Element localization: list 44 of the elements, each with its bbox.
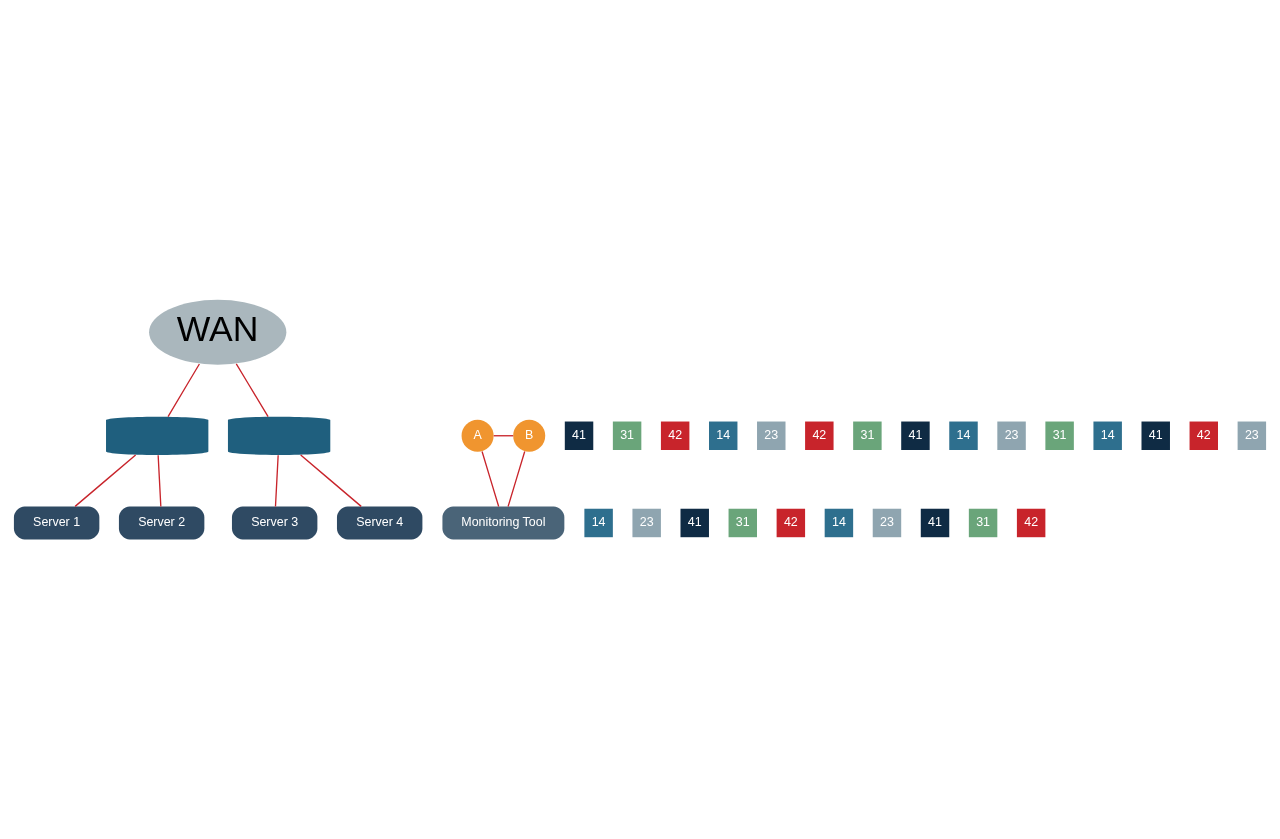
node-box: 41 [1141, 421, 1170, 450]
node-circle: B [513, 419, 546, 452]
node-box: 31 [1045, 421, 1074, 450]
connector [493, 435, 514, 437]
node-box: 42 [805, 421, 834, 450]
node-box: 41 [564, 421, 594, 450]
connector [274, 454, 279, 508]
node-box: 42 [776, 508, 806, 538]
node-box: 14 [708, 421, 738, 450]
node-box: 42 [660, 421, 690, 450]
node-box: 41 [680, 508, 709, 538]
node-box: Server 4 [336, 506, 423, 540]
node-box: Monitoring Tool [442, 506, 565, 540]
node-box: 23 [757, 421, 786, 450]
node-box: 41 [920, 508, 950, 538]
node-circle: A [461, 419, 494, 452]
node-box: 23 [1237, 421, 1267, 450]
connector [300, 454, 362, 508]
node-box: 14 [824, 508, 854, 538]
node-cylinder [106, 416, 209, 455]
node-box: 23 [997, 421, 1026, 450]
node-box: 31 [612, 421, 642, 450]
node-box: 42 [1189, 421, 1219, 450]
node-cylinder [227, 416, 331, 455]
connector [481, 450, 500, 508]
node-box: 14 [584, 508, 613, 538]
node-box: 23 [632, 508, 661, 538]
node-box: Server 2 [118, 506, 205, 540]
node-box: 31 [728, 508, 758, 538]
connector [507, 450, 526, 508]
node-box: 14 [949, 421, 978, 450]
connector [74, 454, 137, 508]
node-box: 23 [872, 508, 902, 538]
node-box: 31 [853, 421, 882, 450]
connector [167, 363, 201, 418]
node-box: 14 [1093, 421, 1122, 450]
node-box: 41 [901, 421, 930, 450]
node-box: 42 [1016, 508, 1046, 538]
node-ellipse: WAN [149, 299, 287, 365]
node-box: Server 3 [231, 506, 318, 540]
node-box: 31 [968, 508, 998, 538]
connector [157, 454, 162, 508]
connector [235, 363, 269, 418]
node-box: Server 1 [13, 506, 100, 540]
